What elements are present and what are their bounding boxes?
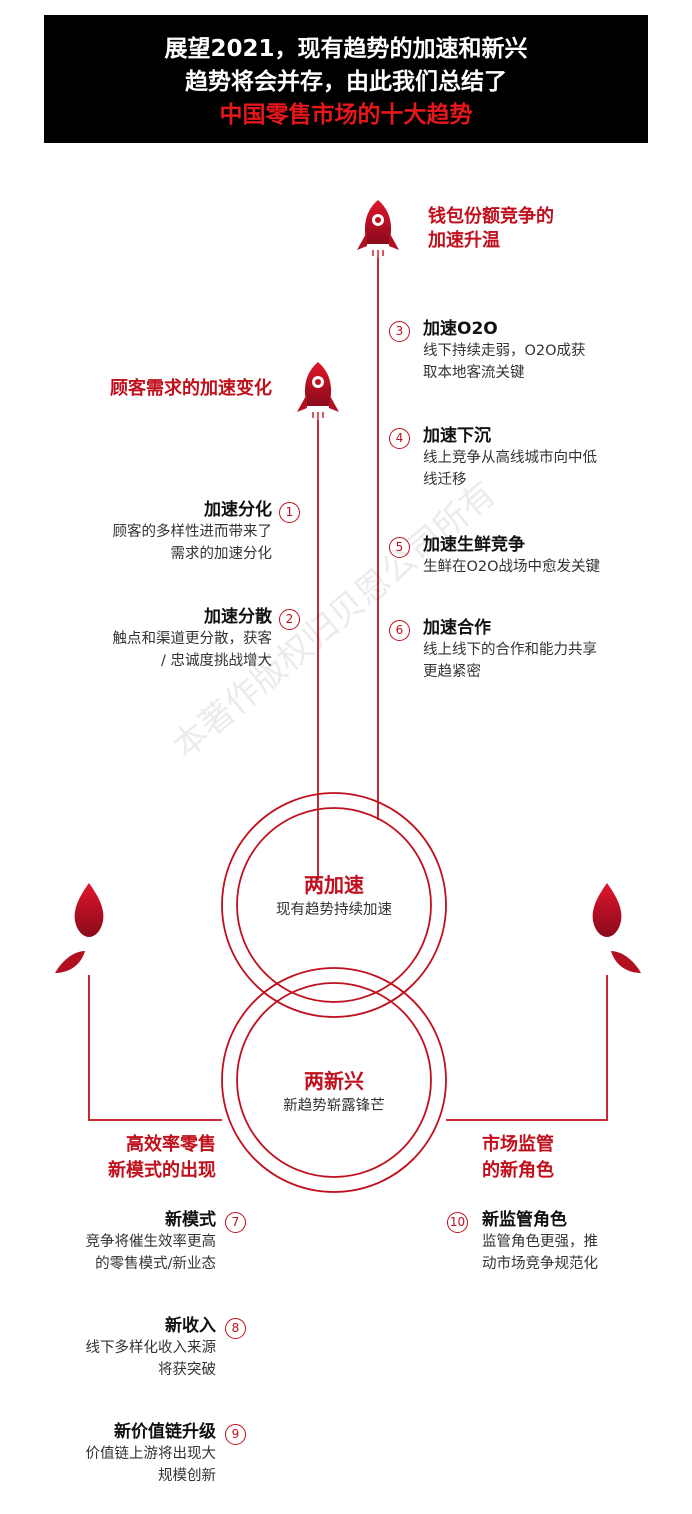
- number-badge: 3: [389, 321, 410, 342]
- number-badge: 2: [279, 609, 300, 630]
- header-line-1: 展望2021，现有趋势的加速和新兴: [164, 36, 528, 62]
- trend-item-5: 加速生鲜竞争 生鲜在O2O战场中愈发关键: [423, 534, 678, 578]
- bottom-right-title-line-1: 市场监管: [482, 1134, 554, 1155]
- rocket-icon: [297, 362, 339, 420]
- trend-desc-line-1: 线上线下的合作和能力共享: [423, 642, 597, 658]
- trend-desc-line-1: 线下持续走弱，O2O成获: [423, 343, 586, 359]
- trend-title: 加速分散: [204, 607, 272, 627]
- number-badge: 8: [225, 1318, 246, 1339]
- number-badge: 6: [389, 620, 410, 641]
- trend-title: 新收入: [165, 1316, 216, 1336]
- trend-desc-line-1: 顾客的多样性进而带来了: [112, 524, 273, 540]
- header-line-3: 中国零售市场的十大趋势: [219, 102, 473, 128]
- bottom-left-title-line-2: 新模式的出现: [108, 1160, 216, 1181]
- header-banner: 展望2021，现有趋势的加速和新兴 趋势将会并存，由此我们总结了 中国零售市场的…: [44, 15, 648, 143]
- bottom-right-title-line-2: 的新角色: [482, 1160, 554, 1181]
- left-rocket-title: 顾客需求的加速变化: [110, 378, 272, 399]
- trend-item-7: 新模式 竞争将催生效率更高 的零售模式/新业态: [20, 1209, 217, 1275]
- number-badge: 5: [389, 537, 410, 558]
- trend-desc-line-2: 的零售模式/新业态: [95, 1256, 216, 1272]
- circle-bottom-inner: [236, 982, 432, 1178]
- trend-desc-line-1: 线下多样化收入来源: [85, 1340, 217, 1356]
- right-rocket-title-line-1: 钱包份额竞争的: [428, 206, 554, 227]
- trend-desc-line-2: 线迁移: [423, 472, 467, 488]
- trend-item-10: 新监管角色 监管角色更强，推 动市场竞争规范化: [482, 1209, 677, 1275]
- number-badge: 9: [225, 1424, 246, 1445]
- circle-bottom-outer: [221, 967, 447, 1193]
- circle-bottom-subtitle: 新趋势崭露锋芒: [283, 1098, 385, 1114]
- bottom-left-title-line-1: 高效率零售: [126, 1134, 216, 1155]
- trend-title: 加速分化: [204, 500, 272, 520]
- trend-item-9: 新价值链升级 价值链上游将出现大 规模创新: [20, 1421, 217, 1487]
- right-rocket-title: 钱包份额竞争的 加速升温: [428, 205, 554, 253]
- circle-bottom-label: 两新兴 新趋势崭露锋芒: [234, 1067, 434, 1117]
- trend-desc-line-2: 取本地客流关键: [423, 365, 525, 381]
- right-rocket-title-line-2: 加速升温: [428, 230, 500, 251]
- number-badge: 4: [389, 428, 410, 449]
- trend-item-3: 加速O2O 线下持续走弱，O2O成获 取本地客流关键: [423, 318, 678, 384]
- trend-title: 新价值链升级: [114, 1422, 216, 1442]
- trend-title: 加速生鲜竞争: [423, 535, 525, 555]
- left-connector-line: [88, 975, 222, 1121]
- trend-desc-line-1: 触点和渠道更分散，获客: [112, 631, 273, 647]
- trend-desc-line-1: 竞争将催生效率更高: [85, 1234, 217, 1250]
- bottom-right-category-title: 市场监管 的新角色: [482, 1132, 672, 1184]
- circle-top-label: 两加速 现有趋势持续加速: [234, 871, 434, 921]
- circle-top-subtitle: 现有趋势持续加速: [276, 902, 392, 918]
- trend-title: 新监管角色: [482, 1210, 567, 1230]
- rocket-icon: [357, 200, 399, 258]
- trend-desc-line-2: 需求的加速分化: [170, 546, 273, 562]
- trend-item-4: 加速下沉 线上竞争从高线城市向中低 线迁移: [423, 425, 678, 491]
- trend-desc-line-2: 动市场竞争规范化: [482, 1256, 598, 1272]
- trend-item-2: 加速分散 触点和渠道更分散，获客 / 忠诚度挑战增大: [20, 606, 273, 672]
- trend-desc-line-2: 规模创新: [158, 1468, 216, 1484]
- circle-top-title: 两加速: [304, 873, 364, 897]
- trend-item-8: 新收入 线下多样化收入来源 将获突破: [20, 1315, 217, 1381]
- bottom-left-category-title: 高效率零售 新模式的出现: [20, 1132, 216, 1184]
- trend-desc-line-2: / 忠诚度挑战增大: [161, 653, 272, 669]
- header-line-2: 趋势将会并存，由此我们总结了: [185, 69, 507, 95]
- trend-desc-line-1: 价值链上游将出现大: [85, 1446, 217, 1462]
- flame-leaf-icon: [592, 883, 641, 973]
- trend-title: 加速下沉: [423, 426, 491, 446]
- number-badge: 1: [279, 502, 300, 523]
- trend-item-6: 加速合作 线上线下的合作和能力共享 更趋紧密: [423, 617, 678, 683]
- right-connector-line: [446, 975, 608, 1121]
- trend-title: 加速合作: [423, 618, 491, 638]
- trend-desc-line-1: 生鲜在O2O战场中愈发关键: [423, 559, 601, 575]
- trend-title: 新模式: [165, 1210, 216, 1230]
- flame-leaf-icon: [55, 883, 104, 973]
- trend-desc-line-2: 将获突破: [158, 1362, 216, 1378]
- trend-desc-line-1: 监管角色更强，推: [482, 1234, 598, 1250]
- trend-title: 加速O2O: [423, 319, 498, 339]
- trend-desc-line-1: 线上竞争从高线城市向中低: [423, 450, 597, 466]
- number-badge: 10: [447, 1212, 468, 1233]
- trend-item-1: 加速分化 顾客的多样性进而带来了 需求的加速分化: [20, 499, 273, 565]
- number-badge: 7: [225, 1212, 246, 1233]
- circle-top-outer: [221, 792, 447, 1018]
- circle-top-inner: [236, 807, 432, 1003]
- trend-desc-line-2: 更趋紧密: [423, 664, 481, 680]
- circle-bottom-title: 两新兴: [304, 1069, 364, 1093]
